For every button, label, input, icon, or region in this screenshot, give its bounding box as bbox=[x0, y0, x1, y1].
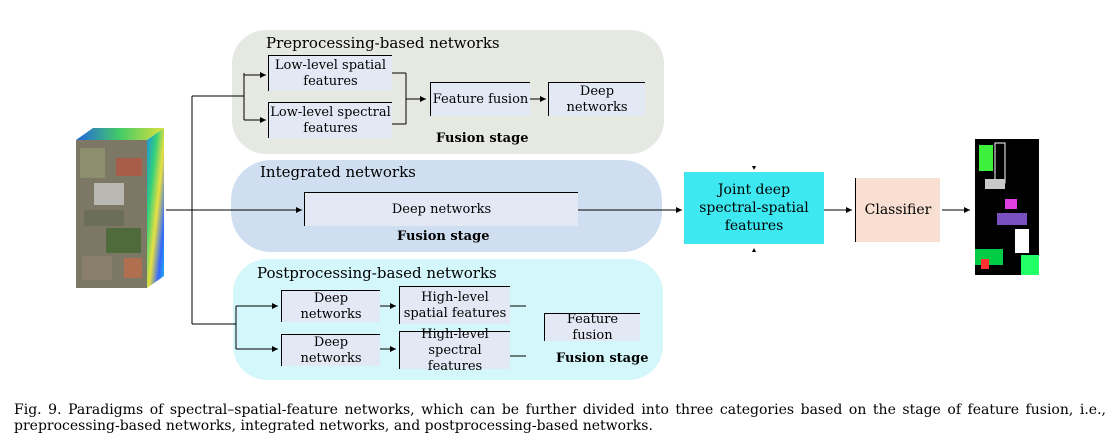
joint-features-box: Joint deep spectral-spatial features bbox=[684, 172, 824, 244]
fusion-stage-label-pre: Fusion stage bbox=[436, 131, 529, 146]
low-level-spectral-box: Low-level spectral features bbox=[268, 102, 392, 138]
high-level-spectral-box: High-level spectral features bbox=[399, 327, 510, 374]
high-level-spatial-box: High-level spatial features bbox=[399, 286, 510, 324]
fusion-stage-label-post: Fusion stage bbox=[556, 351, 649, 366]
classifier-box: Classifier bbox=[855, 178, 940, 242]
hyperspectral-cube-image bbox=[76, 128, 164, 288]
deep-networks-box-post-1: Deep networks bbox=[281, 290, 380, 322]
classification-map-image bbox=[975, 139, 1039, 275]
integrated-title: Integrated networks bbox=[260, 163, 416, 181]
deep-networks-box-integrated: Deep networks bbox=[304, 192, 578, 226]
figure-caption: Fig. 9. Paradigms of spectral–spatial-fe… bbox=[14, 402, 1106, 434]
deep-networks-box-pre: Deep networks bbox=[548, 82, 645, 116]
preprocessing-title: Preprocessing-based networks bbox=[266, 34, 500, 52]
low-level-spatial-box: Low-level spatial features bbox=[268, 55, 392, 91]
deep-networks-box-post-2: Deep networks bbox=[281, 334, 380, 366]
feature-fusion-box-post: Feature fusion bbox=[544, 312, 640, 343]
postprocessing-title: Postprocessing-based networks bbox=[257, 264, 497, 282]
fusion-stage-label-integrated: Fusion stage bbox=[397, 229, 490, 244]
feature-fusion-box: Feature fusion bbox=[430, 82, 530, 116]
